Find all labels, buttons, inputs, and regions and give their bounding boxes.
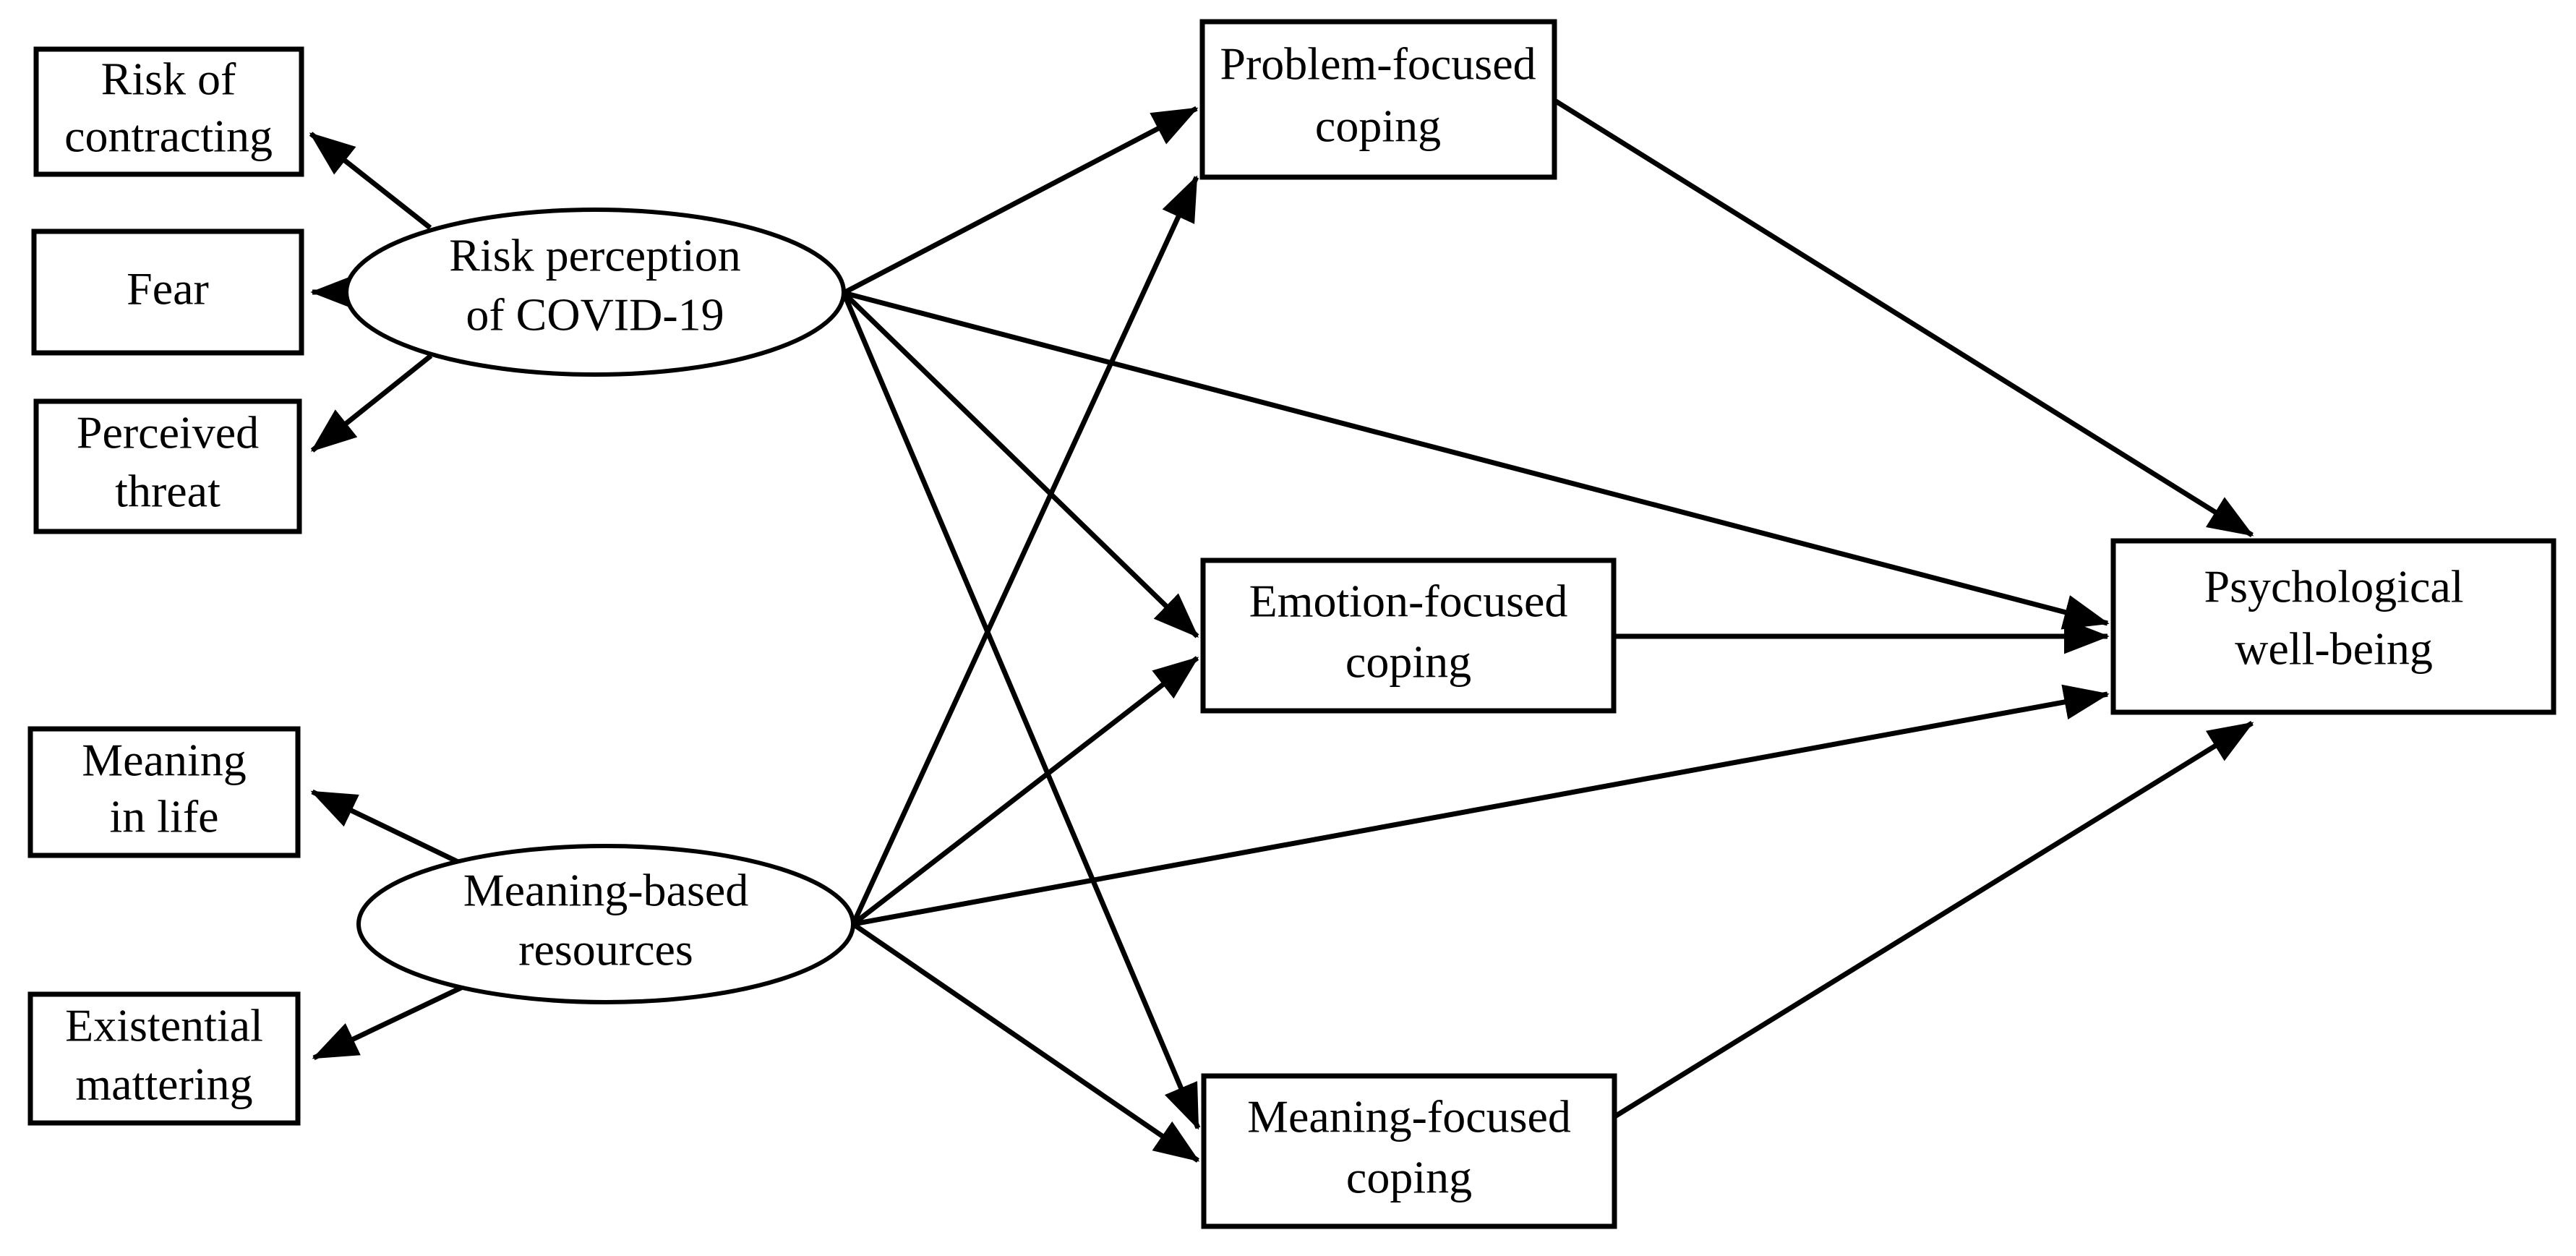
problem-focused-coping-box[interactable]: [1199, 19, 1557, 180]
node-existential-mattering[interactable]: Existential mattering: [27, 991, 301, 1126]
emotion-focused-label-line1: Emotion-focused: [1249, 576, 1568, 627]
meaning-based-resources-ellipse[interactable]: [356, 844, 855, 1004]
edge-problem-focused-coping-to-psychological-well-being: [1554, 99, 2254, 537]
perceived-threat-label-line2: threat: [115, 466, 221, 517]
well-being-label-line2: well-being: [2235, 623, 2433, 675]
meaning-focused-label-line1: Meaning-focused: [1247, 1091, 1571, 1142]
node-fear[interactable]: Fear: [31, 228, 304, 356]
edge-meaning-based-to-existential-mattering: [312, 984, 464, 1061]
node-risk-perception[interactable]: Risk perception of COVID-19: [344, 208, 846, 377]
risk-of-contracting-label-line1: Risk of: [101, 54, 236, 105]
risk-of-contracting-box[interactable]: [33, 46, 304, 177]
meaning-based-label-line2: resources: [518, 924, 693, 975]
existential-mattering-label-line1: Existential: [65, 1000, 263, 1051]
meaning-in-life-label-line2: in life: [109, 791, 218, 842]
node-problem-focused-coping[interactable]: Problem-focused coping: [1199, 19, 1557, 180]
fear-box[interactable]: [31, 228, 304, 356]
edge-risk-perception-to-perceived-threat: [310, 354, 433, 453]
meaning-focused-coping-box[interactable]: [1201, 1073, 1617, 1229]
edge-meaning-based-to-emotion-focused-coping: [851, 656, 1199, 926]
node-meaning-based-resources[interactable]: Meaning-based resources: [356, 844, 855, 1004]
problem-focused-label-line2: coping: [1315, 101, 1441, 152]
edge-risk-perception-to-psychological-well-being: [843, 290, 2110, 630]
psychological-well-being-box[interactable]: [2110, 538, 2556, 715]
edge-risk-perception-to-emotion-focused-coping: [842, 291, 1199, 638]
edge-meaning-based-to-meaning-in-life: [310, 789, 464, 867]
meaning-based-label-line1: Meaning-based: [463, 865, 749, 916]
existential-mattering-box[interactable]: [27, 991, 301, 1126]
node-meaning-in-life[interactable]: Meaning in life: [27, 726, 301, 858]
risk-perception-ellipse[interactable]: [344, 208, 846, 377]
risk-of-contracting-label-line2: contracting: [64, 111, 273, 162]
emotion-focused-coping-box[interactable]: [1200, 557, 1617, 714]
perceived-threat-box[interactable]: [33, 398, 302, 534]
edge-group-meaning-based-outgoing: [850, 175, 2110, 1163]
edge-group-risk-perception-outgoing: [841, 106, 2110, 1130]
perceived-threat-label-line1: Perceived: [77, 407, 259, 458]
problem-focused-label-line1: Problem-focused: [1220, 38, 1536, 90]
edge-group-mediators-to-outcome: [1554, 99, 2254, 1119]
node-perceived-threat[interactable]: Perceived threat: [33, 398, 302, 534]
edge-risk-perception-to-problem-focused-coping: [842, 106, 1199, 296]
emotion-focused-label-line2: coping: [1345, 636, 1471, 688]
node-emotion-focused-coping[interactable]: Emotion-focused coping: [1200, 557, 1617, 714]
meaning-in-life-label-line1: Meaning: [82, 735, 247, 786]
node-psychological-well-being[interactable]: Psychological well-being: [2110, 538, 2556, 715]
well-being-label-line1: Psychological: [2204, 561, 2463, 612]
edge-meaning-based-to-psychological-well-being: [852, 684, 2110, 927]
edge-meaning-based-to-problem-focused-coping: [850, 175, 1199, 926]
meaning-in-life-box[interactable]: [27, 726, 301, 858]
edge-risk-perception-to-meaning-focused-coping: [841, 291, 1201, 1130]
existential-mattering-label-line2: mattering: [75, 1059, 252, 1110]
edge-meaning-focused-coping-to-psychological-well-being: [1612, 721, 2254, 1119]
edge-meaning-based-to-meaning-focused-coping: [852, 922, 1200, 1163]
edge-risk-perception-to-risk-of-contracting: [309, 132, 432, 230]
fear-label-line1: Fear: [127, 263, 209, 315]
node-risk-of-contracting[interactable]: Risk of contracting: [33, 46, 304, 177]
risk-perception-label-line2: of COVID-19: [466, 289, 724, 341]
risk-perception-label-line1: Risk perception: [449, 230, 740, 281]
node-meaning-focused-coping[interactable]: Meaning-focused coping: [1201, 1073, 1617, 1229]
meaning-focused-label-line2: coping: [1346, 1152, 1472, 1203]
edge-group-meaning-based-indicators: [310, 789, 464, 1061]
